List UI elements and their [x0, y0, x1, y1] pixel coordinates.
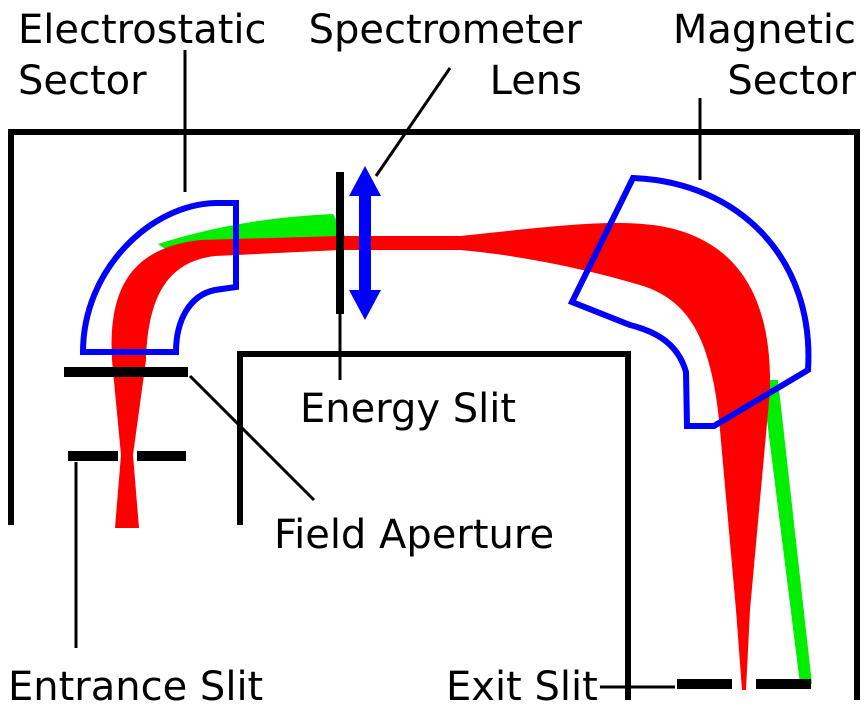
electrostatic-sector-label-line2: Sector	[18, 58, 147, 104]
spectrometer-lens-label-line2: Lens	[490, 58, 582, 104]
electrostatic-sector-label-line1: Electrostatic	[18, 7, 267, 53]
energy-slit-label: Energy Slit	[300, 386, 516, 432]
entrance-slit-label: Entrance Slit	[8, 664, 263, 710]
exit-slit-label: Exit Slit	[446, 664, 598, 710]
secondary-beam-exit	[762, 380, 812, 684]
field-aperture-leader	[188, 374, 316, 502]
spectrometer-lens-leader	[374, 67, 452, 177]
magnetic-sector-label-line2: Sector	[727, 58, 856, 104]
primary-beam-arc	[111, 236, 340, 360]
outer-housing	[8, 129, 860, 700]
primary-beam-main	[340, 223, 771, 690]
field-aperture-label: Field Aperture	[274, 512, 554, 558]
electrostatic-sector	[79, 200, 239, 355]
primary-beam-source	[112, 360, 146, 528]
magnetic-sector	[567, 174, 812, 429]
inner-housing	[237, 351, 631, 700]
magnetic-sector-label-line1: Magnetic	[673, 7, 856, 53]
spectrometer-lens-label-line1: Spectrometer	[309, 7, 583, 53]
spectrometer-lens-arrow	[349, 166, 381, 320]
